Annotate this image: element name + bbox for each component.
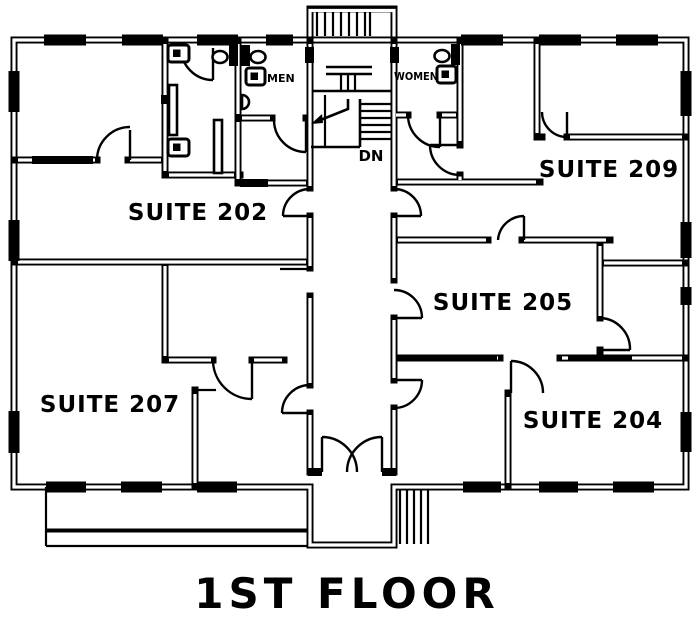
fixtures (166, 43, 460, 175)
window (680, 287, 692, 305)
door-arc (345, 435, 384, 473)
window (461, 34, 503, 46)
door-arc (320, 435, 359, 473)
entry-steps (398, 490, 430, 544)
windows (8, 34, 692, 493)
men-restroom-label: MEN (267, 72, 295, 85)
wall-fills (32, 47, 632, 476)
doors (95, 47, 632, 473)
stairs-exterior (315, 12, 372, 36)
stall-partition (167, 83, 179, 137)
window (8, 220, 20, 261)
window (197, 34, 238, 46)
exterior-wall (10, 5, 690, 549)
stair-down-label: DN (358, 147, 383, 165)
labels: SUITE 202 SUITE 209 SUITE 205 SUITE 207 … (40, 70, 679, 618)
door-arc (393, 378, 424, 410)
window (8, 71, 20, 112)
window (680, 412, 692, 452)
sink-icon (211, 45, 238, 66)
window (44, 34, 86, 46)
window (616, 34, 658, 46)
window (463, 481, 501, 493)
floor-title: 1ST FLOOR (194, 569, 499, 618)
window (266, 34, 293, 46)
stairs-interior (311, 65, 392, 149)
suite-204-label: SUITE 204 (523, 408, 663, 434)
door-arc (599, 316, 632, 351)
interior-walls (10, 36, 690, 491)
door-arc (95, 125, 132, 161)
suite-209-label: SUITE 209 (539, 157, 679, 183)
window (539, 34, 581, 46)
window (46, 481, 86, 493)
door-arc (281, 187, 311, 218)
window (197, 481, 237, 493)
window (680, 222, 692, 258)
door-arc (393, 187, 423, 218)
suite-205-label: SUITE 205 (433, 290, 573, 316)
window (121, 481, 162, 493)
door-arc (211, 359, 254, 401)
urinal-icon (240, 93, 251, 111)
door-arc (280, 383, 311, 415)
door-arc (540, 111, 569, 139)
door-arc (496, 214, 526, 241)
toilet-icon (435, 64, 458, 85)
sink-icon (433, 44, 460, 65)
porch (44, 487, 308, 548)
stair-down-arrow (311, 99, 350, 124)
window (539, 481, 578, 493)
door-arc (406, 114, 442, 149)
sink-icon (241, 45, 267, 66)
window (8, 411, 20, 453)
toilet-icon (166, 43, 191, 64)
stair-tower-wall (306, 5, 398, 44)
toilet-icon (166, 137, 191, 158)
suite-202-label: SUITE 202 (128, 200, 268, 226)
door-arc (509, 359, 545, 394)
door-arc (393, 288, 424, 320)
window (613, 481, 654, 493)
window (680, 71, 692, 116)
women-restroom-label: WOMEN (394, 70, 438, 83)
window (122, 34, 163, 46)
suite-207-label: SUITE 207 (40, 392, 180, 418)
toilet-icon (244, 66, 267, 87)
stall-partition (212, 118, 224, 175)
door-arc (272, 119, 308, 154)
door-arc (428, 143, 461, 177)
